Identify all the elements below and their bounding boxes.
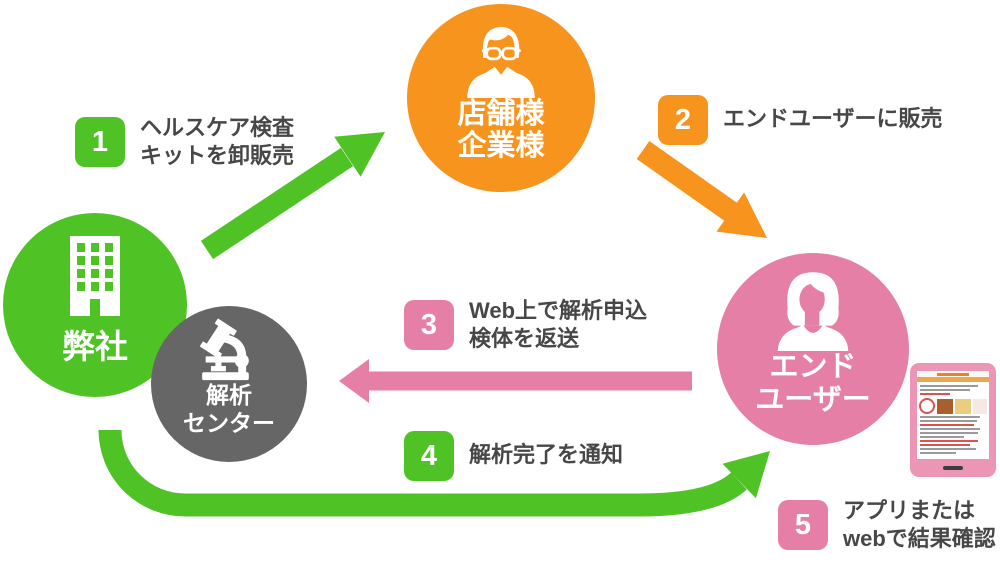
woman-icon xyxy=(777,272,849,351)
phone-app-title-bar xyxy=(937,372,969,376)
screen-text-line xyxy=(920,428,980,430)
smartphone-graphic xyxy=(910,363,996,477)
step-4-label: 解析完了を通知 xyxy=(469,442,624,467)
node-analysis-label-line2: センター xyxy=(183,410,275,436)
node-analysis-center: 解析 センター xyxy=(151,306,307,462)
node-stores-label-line1: 店舗様 xyxy=(457,98,545,130)
step-1: 1 ヘルスケア検査 キットを卸販売 xyxy=(75,115,295,170)
phone-home-indicator xyxy=(943,466,963,470)
arrow-step4 xyxy=(98,429,770,517)
screen-text-line xyxy=(920,452,956,454)
node-analysis-label-line1: 解析 xyxy=(206,382,252,408)
node-company-label: 弊社 xyxy=(62,328,128,365)
arrow-step1 xyxy=(200,132,385,260)
screen-text-line xyxy=(920,432,978,434)
node-enduser-label-line1: エンド xyxy=(769,351,857,383)
step-1-label: ヘルスケア検査 キットを卸販売 xyxy=(140,115,295,168)
step-3: 3 Web上で解析申込 検体を返送 xyxy=(404,298,648,353)
phone-screen xyxy=(917,371,989,459)
step-5-label: アプリまたは webで結果確認 xyxy=(843,498,996,551)
step-5-number-badge: 5 xyxy=(778,500,828,550)
arrow-step2 xyxy=(636,141,767,238)
arrow-step3 xyxy=(339,359,692,403)
food-photos-row xyxy=(919,398,987,414)
step-1-number-badge: 1 xyxy=(75,117,125,167)
screen-text-line xyxy=(920,444,970,446)
node-end-user: エンド ユーザー xyxy=(717,253,909,445)
food-photo xyxy=(937,398,953,414)
screen-text-line xyxy=(920,389,970,391)
screen-text-line xyxy=(920,436,964,438)
screen-text-line xyxy=(920,424,974,426)
building-icon xyxy=(70,236,120,316)
microscope-icon xyxy=(200,318,249,381)
screen-text-line xyxy=(920,420,977,422)
food-photo xyxy=(973,398,987,414)
food-photo xyxy=(955,398,971,414)
screen-text-line xyxy=(920,385,978,387)
step-4-number-badge: 4 xyxy=(404,431,454,481)
step-3-number-badge: 3 xyxy=(404,300,454,350)
node-stores-label-line2: 企業様 xyxy=(457,130,545,162)
step-2-number-badge: 2 xyxy=(658,95,708,145)
phone-app-header xyxy=(917,371,989,377)
screen-text-line xyxy=(920,440,978,442)
screen-text-line xyxy=(920,448,976,450)
phone-app-subheader xyxy=(917,377,989,382)
step-2: 2 エンドユーザーに販売 xyxy=(658,95,943,145)
step-4: 4 解析完了を通知 xyxy=(404,431,623,481)
screen-text-line xyxy=(920,416,980,418)
red-stamp-icon xyxy=(919,398,935,414)
node-enduser-label-line2: ユーザー xyxy=(755,384,871,416)
businessman-icon xyxy=(467,26,535,98)
screen-text-line xyxy=(920,393,950,395)
node-stores: 店舗様 企業様 xyxy=(407,4,595,192)
step-3-label: Web上で解析申込 検体を返送 xyxy=(469,298,648,351)
step-5: 5 アプリまたは webで結果確認 xyxy=(778,498,996,553)
step-2-label: エンドユーザーに販売 xyxy=(723,106,943,131)
